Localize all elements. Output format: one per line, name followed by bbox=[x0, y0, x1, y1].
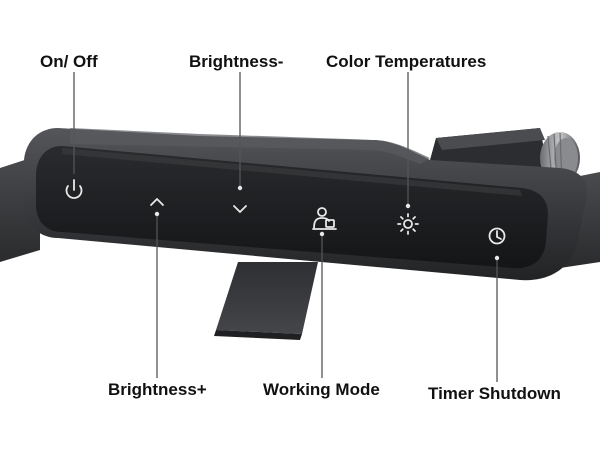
clock-icon bbox=[488, 227, 506, 245]
person-at-desk-icon bbox=[312, 207, 337, 230]
panel-face-highlight bbox=[62, 148, 522, 196]
label-timer-shutdown: Timer Shutdown bbox=[428, 384, 561, 403]
label-on-off: On/ Off bbox=[40, 52, 98, 71]
label-brightness-plus: Brightness+ bbox=[108, 380, 207, 399]
dot-working-mode bbox=[319, 231, 325, 237]
label-color-temperatures: Color Temperatures bbox=[326, 52, 487, 71]
chevron-up-icon bbox=[150, 198, 164, 206]
hinge-block-top bbox=[436, 128, 545, 150]
panel-face bbox=[36, 146, 548, 269]
chevron-down-icon bbox=[233, 205, 247, 213]
dot-brightness-minus bbox=[237, 185, 243, 191]
stand-tab bbox=[216, 262, 318, 334]
panel-top-ridge bbox=[70, 128, 430, 164]
label-working-mode: Working Mode bbox=[263, 380, 380, 399]
stand-tab-edge bbox=[214, 330, 302, 340]
power-icon bbox=[65, 179, 83, 199]
dot-brightness-plus bbox=[154, 211, 160, 217]
callout-dots bbox=[154, 185, 500, 261]
callout-lines bbox=[73, 72, 498, 382]
sun-icon bbox=[397, 213, 419, 235]
dot-color-temp bbox=[405, 203, 411, 209]
dot-timer bbox=[494, 255, 500, 261]
label-brightness-minus: Brightness- bbox=[189, 52, 284, 71]
